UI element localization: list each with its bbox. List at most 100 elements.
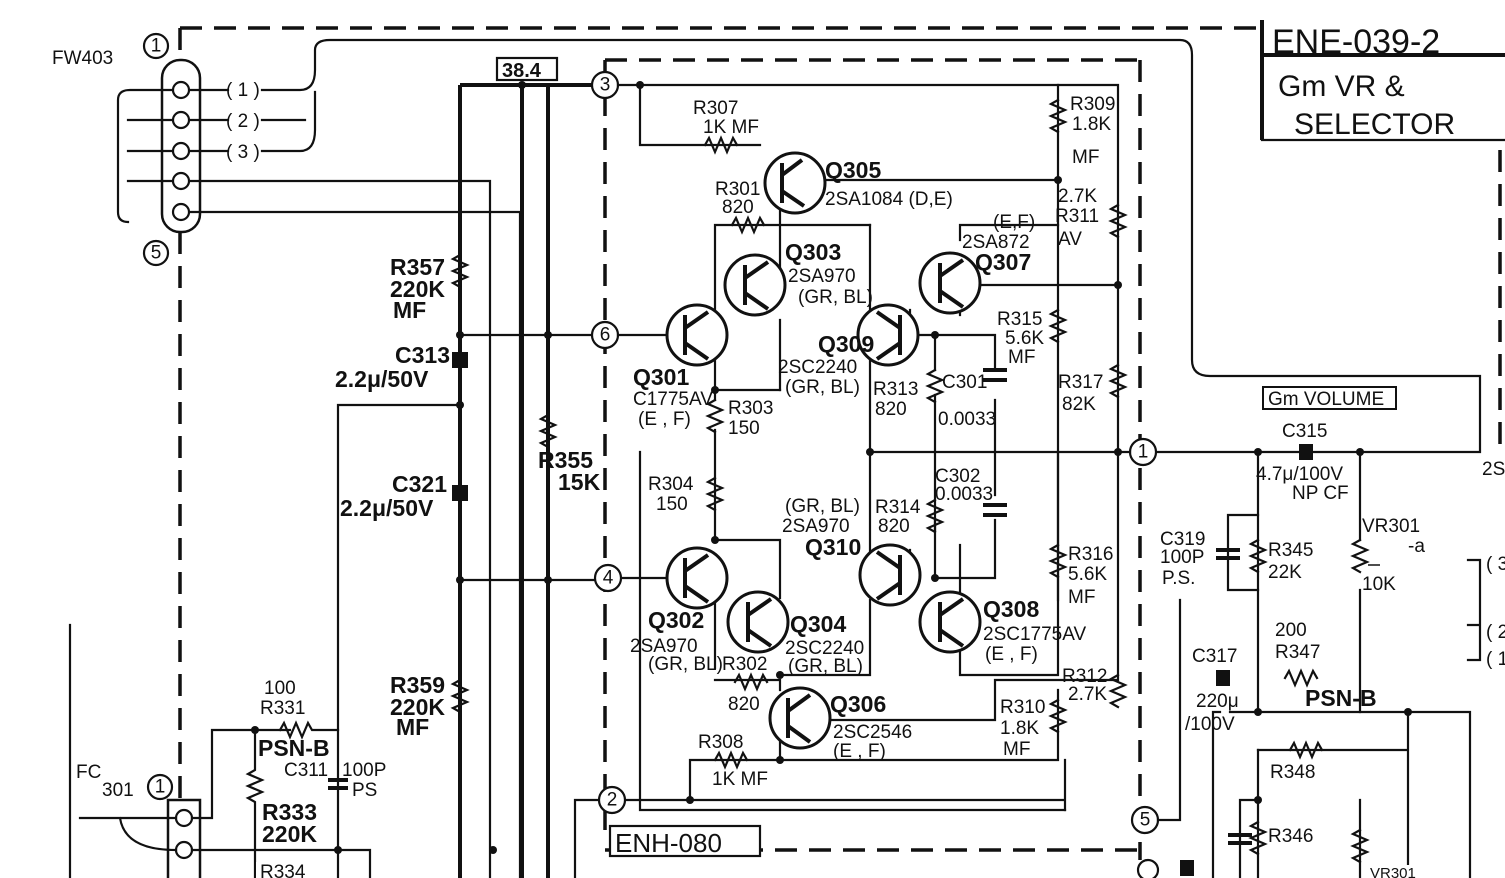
resistor-r333: R333 220K (245, 728, 317, 878)
svg-text:2SC1775AV: 2SC1775AV (983, 624, 1086, 645)
capacitor-c317: C317 220μ /100V (1185, 646, 1239, 735)
svg-text:(E , F): (E , F) (638, 409, 691, 430)
svg-text:4: 4 (603, 568, 614, 589)
capacitor-c313: C313 2.2μ/50V (335, 342, 468, 392)
svg-text:(E , F): (E , F) (833, 741, 886, 762)
module-id: ENH-080 (615, 828, 722, 858)
svg-text:(GR, BL): (GR, BL) (648, 654, 723, 675)
svg-text:R334: R334 (260, 862, 306, 878)
resistor-r316: R316 5.6K MF (1048, 543, 1113, 608)
board-subtitle-2: SELECTOR (1294, 108, 1455, 141)
svg-text:220K: 220K (262, 821, 317, 847)
svg-text:PSN-B: PSN-B (258, 735, 330, 761)
svg-text:22K: 22K (1268, 562, 1302, 583)
svg-text:5.6K: 5.6K (1068, 564, 1107, 585)
transistor-q303: Q303 2SA970 (GR, BL) (723, 239, 873, 317)
capacitor-c315: C315 4.7μ/100V NP CF (1256, 421, 1349, 504)
transistor-q306: Q306 2SC2546 (E , F) (768, 686, 912, 762)
resistor-r355: R355 15K (538, 413, 601, 495)
svg-text:C301: C301 (942, 372, 987, 393)
svg-text:4.7μ/100V: 4.7μ/100V (1256, 464, 1343, 485)
transistor-q302: Q302 2SA970 (GR, BL) (630, 546, 729, 675)
board-id: ENE-039-2 (1272, 23, 1440, 61)
board-subtitle-1: Gm VR & (1278, 70, 1405, 103)
svg-text:Q306: Q306 (830, 691, 886, 717)
rails (336, 83, 602, 878)
junctions (251, 81, 1412, 854)
resistor-r308: R308 1K MF (698, 732, 768, 790)
svg-text:C311: C311 (284, 760, 328, 781)
svg-text:VR301: VR301 (1362, 516, 1420, 537)
resistor-r311: R311 2.7K AV (1055, 186, 1128, 250)
svg-text:Q308: Q308 (983, 596, 1039, 622)
svg-text:200: 200 (1275, 620, 1307, 641)
svg-text:150: 150 (728, 418, 760, 439)
svg-text:2: 2 (607, 790, 618, 811)
svg-text:5.6K: 5.6K (1005, 328, 1044, 349)
svg-text:Q302: Q302 (648, 607, 704, 633)
board-title-box: ENE-039-2 Gm VR & SELECTOR (1260, 20, 1505, 142)
svg-text:R355: R355 (538, 447, 593, 473)
potentiometer-vr301b: VR301 (1350, 828, 1418, 878)
svg-text:R333: R333 (262, 799, 317, 825)
svg-text:R307: R307 (693, 98, 738, 119)
svg-text:2.2μ/50V: 2.2μ/50V (340, 495, 434, 521)
svg-text:C313: C313 (395, 342, 450, 368)
svg-text:2SA970: 2SA970 (782, 516, 850, 537)
svg-text:NP CF: NP CF (1292, 483, 1349, 504)
svg-text:FC: FC (76, 762, 101, 783)
node-marker: 1 (142, 32, 170, 60)
fw403-wires (116, 38, 1482, 878)
svg-text:C302: C302 (935, 466, 980, 487)
svg-text:100P: 100P (1160, 547, 1204, 568)
svg-text:3: 3 (600, 75, 611, 96)
svg-text:R312: R312 (1062, 666, 1107, 687)
svg-text:2SA872: 2SA872 (962, 232, 1030, 253)
svg-text:R317: R317 (1058, 372, 1103, 393)
net-psn-b-right: PSN-B (1305, 685, 1377, 711)
svg-text:/100V: /100V (1185, 714, 1235, 735)
svg-text:( 1: ( 1 (1486, 649, 1505, 670)
svg-text:2SC2546: 2SC2546 (833, 722, 912, 743)
svg-text:R301: R301 (715, 179, 760, 200)
svg-text:R304: R304 (648, 474, 694, 495)
capacitor-c311: C311 100P PS (284, 760, 386, 801)
svg-text:C317: C317 (1192, 646, 1237, 667)
svg-text:(GR, BL): (GR, BL) (798, 287, 873, 308)
svg-text:820: 820 (875, 399, 907, 420)
svg-text:5: 5 (1140, 810, 1151, 831)
svg-text:P.S.: P.S. (1162, 568, 1195, 589)
svg-text:R357: R357 (390, 254, 445, 280)
svg-text:MF: MF (1003, 739, 1030, 760)
svg-text:10K: 10K (1362, 574, 1396, 595)
resistor-r331: 100 R331 (260, 678, 340, 740)
fw403-pin-2: ( 2 ) (226, 111, 260, 132)
svg-text:220μ: 220μ (1196, 691, 1239, 712)
svg-text:2SC2240: 2SC2240 (785, 638, 864, 659)
svg-text:PSN-B: PSN-B (1305, 685, 1377, 711)
resistor-r347: 200 R347 (1275, 620, 1320, 688)
svg-text:R331: R331 (260, 698, 305, 719)
svg-text:C321: C321 (392, 471, 447, 497)
resistor-r302: R302 820 (722, 654, 769, 715)
svg-text:R302: R302 (722, 654, 767, 675)
net-psn-b-left: PSN-B (258, 735, 330, 761)
resistor-r346: R346 (1248, 820, 1313, 856)
board-ref: 38.4 (495, 56, 559, 82)
resistor-r313: R313 820 (873, 368, 945, 420)
node-marker: 2 (597, 785, 627, 815)
resistor-r304: R304 150 (648, 474, 725, 515)
svg-text:MF: MF (1072, 147, 1099, 168)
resistor-r307: R307 1K MF (693, 98, 759, 155)
resistor-r317: R317 82K (1058, 363, 1128, 415)
right-edge-labels: 2S ( 3 ( 2 ( 1 (1482, 459, 1505, 670)
svg-text:220K: 220K (390, 694, 445, 720)
resistor-r348: R348 (1270, 740, 1324, 783)
svg-text:Q310: Q310 (805, 534, 861, 560)
svg-text:820: 820 (878, 516, 910, 537)
resistor-r310: R310 1.8K MF (1000, 697, 1068, 760)
svg-text:6: 6 (600, 325, 611, 346)
resistor-r345: R345 22K (1248, 538, 1313, 583)
resistor-r359: R359 220K MF (390, 672, 470, 740)
node-marker: 6 (590, 320, 620, 350)
